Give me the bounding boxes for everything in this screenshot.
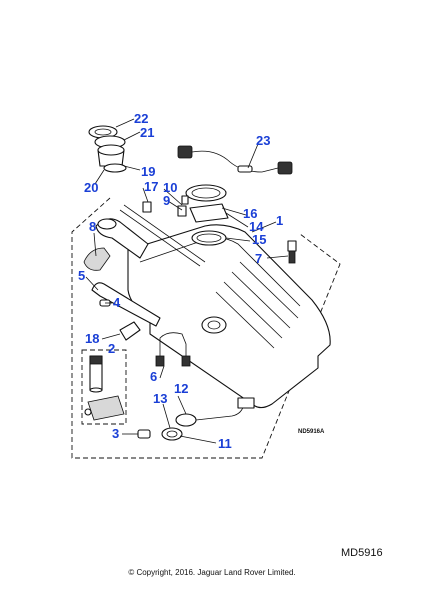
filler-cap-assembly — [88, 125, 127, 173]
callout-12: 12 — [174, 381, 188, 396]
callout-1: 1 — [276, 213, 283, 228]
level-sender — [161, 397, 255, 441]
pump-filter-clip — [84, 408, 92, 416]
callout-9: 9 — [163, 193, 170, 208]
fuel-pipes — [155, 332, 191, 367]
callout-7: 7 — [255, 251, 262, 266]
pump-locking-ring — [185, 184, 229, 246]
callout-15: 15 — [252, 232, 266, 247]
callout-6: 6 — [150, 369, 157, 384]
callout-17: 17 — [144, 179, 158, 194]
callout-11: 11 — [218, 436, 232, 451]
callout-16: 16 — [243, 206, 257, 221]
callout-8: 8 — [89, 219, 96, 234]
callout-18: 18 — [85, 331, 99, 346]
drawing-reference-code: ND5916A — [298, 429, 325, 435]
sender-harness — [177, 145, 293, 175]
callout-14: 14 — [249, 219, 264, 234]
filler-hose — [91, 282, 161, 327]
breather-pipe — [123, 204, 206, 263]
fuel-tank — [127, 224, 331, 409]
callout-22: 22 — [134, 111, 148, 126]
bolts — [142, 195, 189, 217]
bracket-clip — [137, 429, 151, 439]
pump-clamp — [119, 321, 141, 341]
leader-lines — [85, 118, 289, 444]
filler-neck — [95, 218, 149, 259]
callout-4: 4 — [113, 295, 121, 310]
pump-filter — [87, 395, 125, 421]
callout-13: 13 — [153, 391, 167, 406]
pump-kit-boundary — [81, 349, 127, 425]
callout-10: 10 — [163, 180, 177, 195]
callout-3: 3 — [112, 426, 119, 441]
callout-20: 20 — [84, 180, 98, 195]
callout-23: 23 — [256, 133, 270, 148]
callout-21: 21 — [140, 125, 154, 140]
diagram-id: MD5916 — [341, 547, 383, 559]
assembly-boundary — [71, 197, 341, 459]
neck-cover — [83, 247, 111, 271]
fuel-pump — [89, 355, 103, 393]
pressure-sensor — [287, 240, 297, 264]
callout-5: 5 — [78, 268, 85, 283]
callout-2: 2 — [108, 341, 115, 356]
copyright-notice: © Copyright, 2016. Jaguar Land Rover Lim… — [128, 568, 296, 577]
callout-labels: 22 21 23 19 20 17 10 9 16 1 14 8 15 7 5 … — [78, 111, 283, 451]
breather-pipe-inner — [119, 209, 201, 267]
callout-19: 19 — [141, 164, 155, 179]
